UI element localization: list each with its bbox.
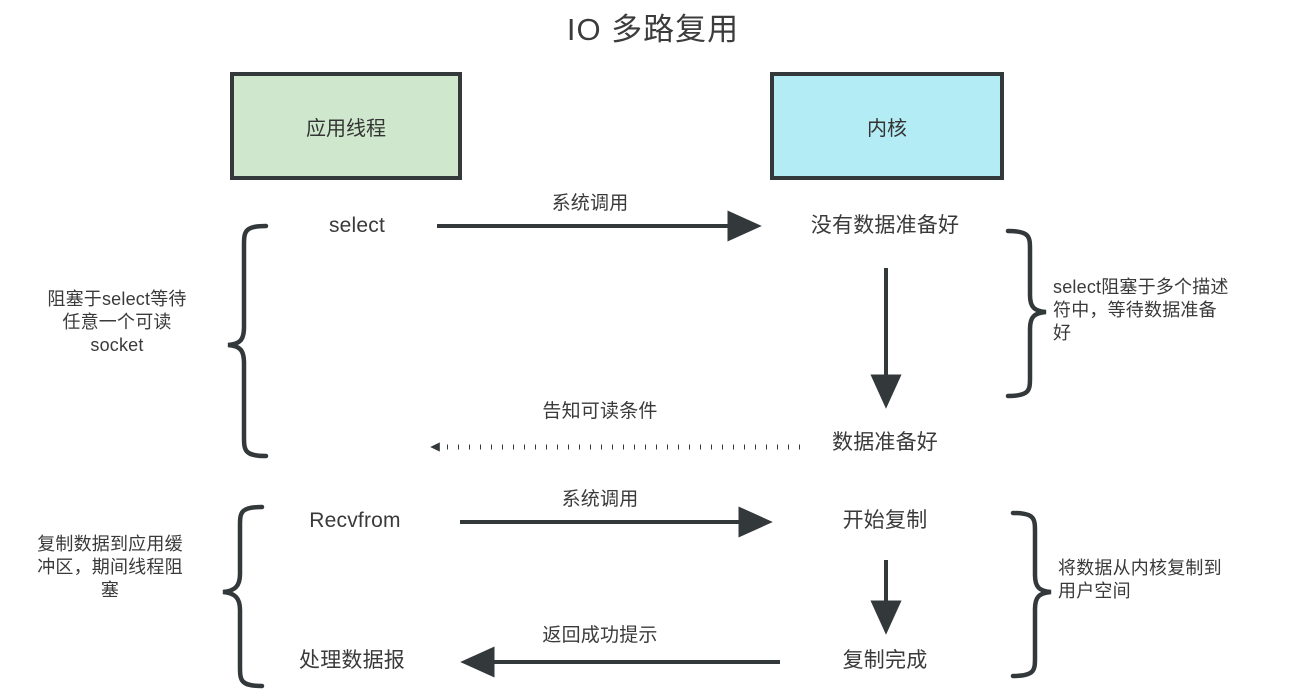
annotation-left-lower: 复制数据到应用缓 冲区，期间线程阻 塞 xyxy=(37,534,183,601)
brace-right-upper xyxy=(1005,228,1047,399)
annotation-right-lower: 将数据从内核复制到 用户空间 xyxy=(1058,558,1222,602)
brace-right-lower xyxy=(1010,510,1052,679)
label-data-ready: 数据准备好 xyxy=(832,431,938,454)
brace-left-lower xyxy=(222,504,265,689)
label-recvfrom-call: Recvfrom xyxy=(309,509,401,532)
page-title: IO 多路复用 xyxy=(566,12,740,47)
annotation-right-upper: select阻塞于多个描述 符中，等待数据准备 好 xyxy=(1053,277,1229,344)
label-copy-done: 复制完成 xyxy=(842,649,928,672)
label-start-copy: 开始复制 xyxy=(842,509,928,532)
label-process-datagram: 处理数据报 xyxy=(299,649,405,672)
node-kernel[interactable]: 内核 xyxy=(770,72,1004,180)
node-app-thread[interactable]: 应用线程 xyxy=(230,72,462,180)
label-arrow-return-success: 返回成功提示 xyxy=(542,625,658,646)
node-app-thread-label: 应用线程 xyxy=(306,117,386,140)
label-select-call: select xyxy=(328,214,386,237)
node-kernel-label: 内核 xyxy=(867,117,907,140)
label-arrow-syscall-select: 系统调用 xyxy=(551,193,629,214)
label-arrow-syscall-recvfrom: 系统调用 xyxy=(561,489,639,510)
annotation-left-upper: 阻塞于select等待 任意一个可读 socket xyxy=(47,289,187,356)
brace-left-upper xyxy=(227,223,269,459)
label-no-data-ready: 没有数据准备好 xyxy=(810,214,960,237)
label-arrow-notify-readable: 告知可读条件 xyxy=(542,401,658,422)
